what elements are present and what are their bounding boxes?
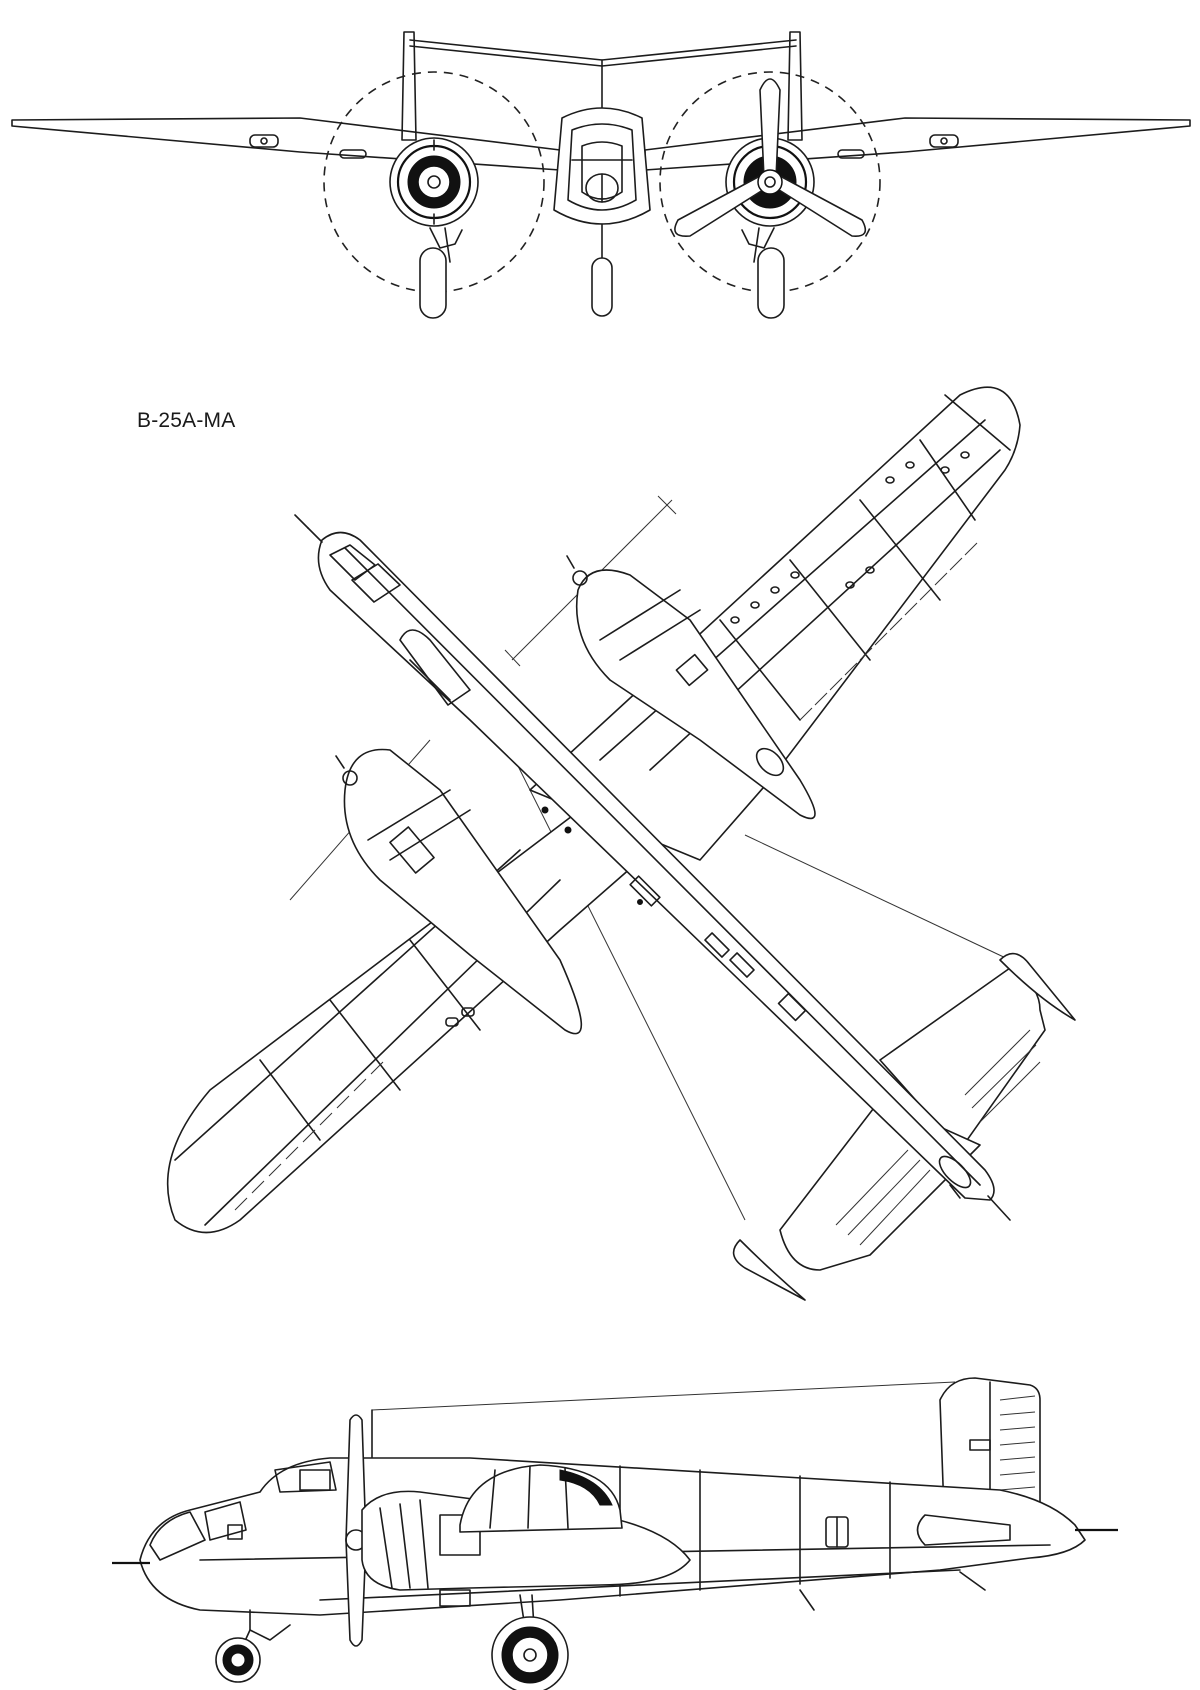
model-label: B-25A-MA — [137, 409, 236, 432]
top-right-nacelle — [575, 569, 816, 820]
front-right-wing — [644, 117, 1191, 171]
top-fuselage — [317, 531, 995, 1201]
front-nose-wheel — [591, 257, 613, 317]
top-view — [166, 386, 1076, 1301]
top-left-nacelle — [343, 748, 583, 1035]
front-right-fin — [787, 31, 803, 141]
front-right-prop-blade — [759, 78, 781, 179]
front-left-wheel — [419, 247, 447, 319]
front-right-wheel — [757, 247, 785, 319]
front-right-prop-arc — [659, 71, 881, 293]
front-left-prop-arc — [323, 71, 545, 293]
front-left-fin — [401, 31, 417, 141]
front-stabilizer — [409, 39, 797, 61]
front-fuselage — [553, 107, 651, 225]
side-view — [112, 1377, 1118, 1690]
top-right-wing — [529, 386, 1021, 861]
side-engine-nacelle — [361, 1490, 691, 1591]
front-left-wing — [11, 117, 561, 171]
front-view — [11, 31, 1191, 319]
